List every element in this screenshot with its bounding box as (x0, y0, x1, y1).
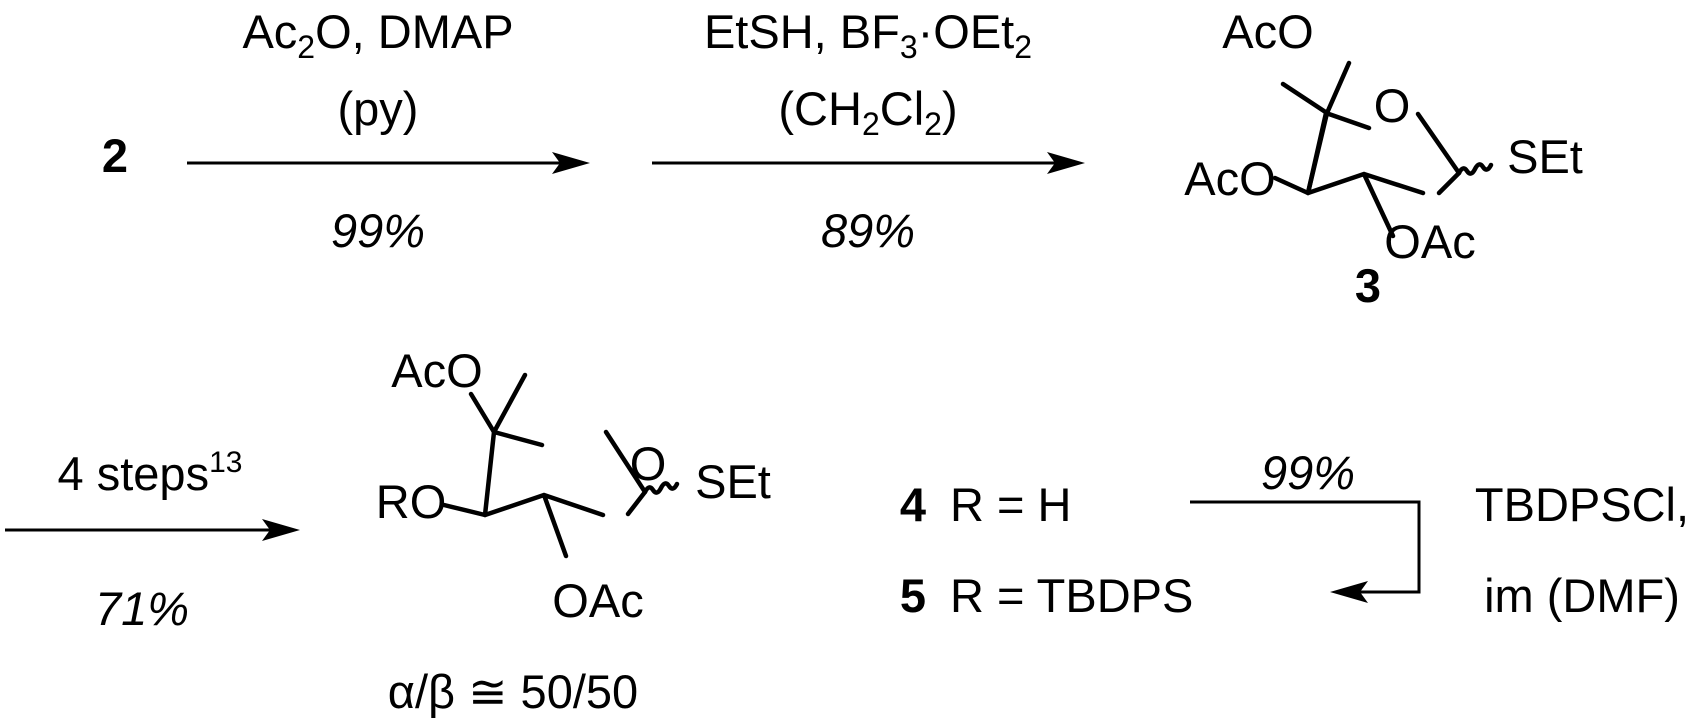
compound-4-r-definition: R = H (950, 478, 1071, 531)
product-c4-substituent: AcO (391, 344, 482, 397)
compound-3-c1-substituent: SEt (1507, 130, 1583, 183)
product-structure (441, 372, 680, 559)
compound-4-label: 4 (900, 478, 926, 531)
compound-5-label: 5 (900, 569, 926, 622)
step1-reagents: Ac2O, DMAP (242, 5, 513, 65)
step4-arrow (1190, 500, 1421, 603)
product-c1-substituent: SEt (695, 455, 771, 508)
step4-conditions: im (DMF) (1484, 569, 1680, 622)
step4-yield: 99% (1261, 446, 1355, 499)
compound-5-r-definition: R = TBDPS (950, 569, 1193, 622)
compound-3-structure (1272, 60, 1494, 239)
compound-3-c3-substituent: AcO (1184, 152, 1275, 205)
anomer-ratio: α/β ≅ 50/50 (388, 665, 638, 718)
step3-yield: 71% (95, 582, 189, 635)
compound-3-ring-oxygen: O (1374, 79, 1411, 132)
pyranose-ring-bonds (1272, 60, 1462, 239)
step3-arrow (5, 519, 300, 541)
product-c2-substituent: OAc (552, 574, 643, 627)
compound-3-c4-substituent: AcO (1222, 5, 1313, 58)
step2-reagents: EtSH, BF3·OEt2 (704, 5, 1032, 65)
pyranose-ring-bonds (441, 372, 648, 559)
step2-yield: 89% (821, 204, 915, 257)
compound-3-label: 3 (1355, 259, 1381, 312)
step1-yield: 99% (331, 204, 425, 257)
step1-solvent: (py) (338, 82, 419, 135)
step2-arrow (652, 152, 1085, 174)
product-c3-substituent: RO (376, 475, 447, 528)
step4-reagent: TBDPSCl, (1475, 478, 1689, 531)
anomeric-wavy-bond (642, 481, 680, 495)
compound-3-c2-substituent: OAc (1384, 215, 1475, 268)
step2-solvent: (CH2Cl2) (778, 82, 957, 142)
step3-reagents: 4 steps13 (58, 446, 243, 500)
compound-2-label: 2 (102, 129, 128, 182)
step1-arrow (187, 152, 590, 174)
anomeric-wavy-bond (1456, 162, 1494, 176)
product-ring-oxygen: O (630, 437, 667, 490)
